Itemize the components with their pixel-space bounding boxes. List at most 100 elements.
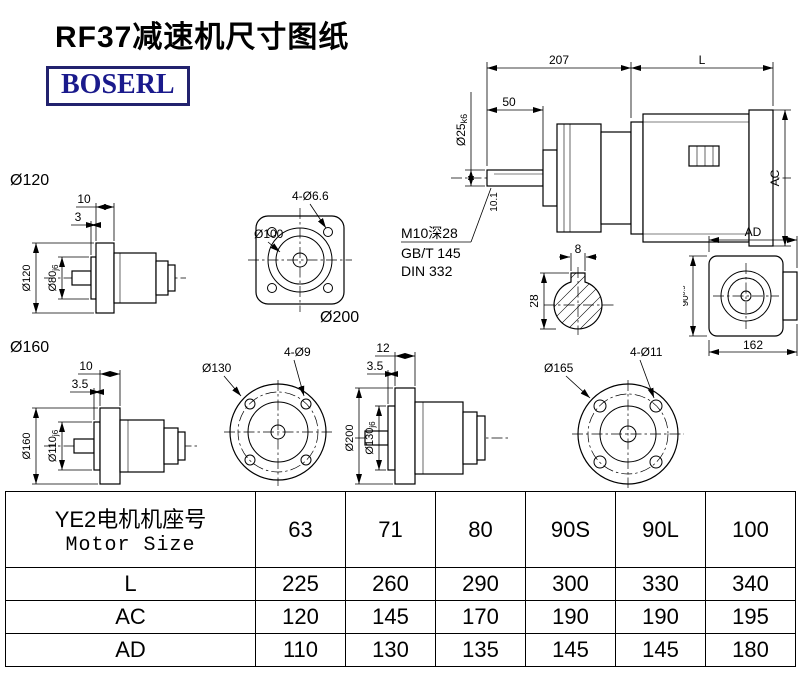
table-row-AC: AC 120 145 170 190 190 195	[5, 600, 796, 634]
cell-AC-100: 195	[705, 600, 796, 634]
output-shaft	[486, 169, 544, 187]
square-flange-labels: 4-Ø6.6 Ø100	[254, 189, 329, 253]
unit200-dimensions: 12 3.5 Ø200 Ø130j6	[344, 341, 416, 485]
col-header-63: 63	[255, 491, 346, 568]
cell-AC-71: 145	[345, 600, 436, 634]
flange165-outline	[572, 380, 684, 488]
unit160-dim-dia: Ø160	[21, 433, 33, 460]
shaft-end-notes: M10深28 GB/T 145 DIN 332	[401, 187, 492, 279]
cell-L-71: 260	[345, 567, 436, 601]
unit120-body	[113, 252, 157, 304]
unit120-dim-3: 3	[75, 210, 82, 224]
unit120-side-view: Ø120 10 3 Ø120	[10, 172, 186, 314]
unit160-dim-pilot: Ø110j6	[47, 429, 60, 462]
row-label-AD: AD	[5, 633, 256, 667]
unit160-flange	[99, 407, 121, 485]
cell-AD-100: 180	[705, 633, 796, 667]
row-label-L: L	[5, 567, 256, 601]
cell-AD-90l: 145	[615, 633, 706, 667]
square-flange-view: 4-Ø6.6 Ø100	[248, 189, 352, 312]
flange165-view: 4-Ø11 Ø165	[544, 345, 684, 488]
flange165-labels: 4-Ø11 Ø165	[544, 345, 663, 399]
unit160-dim-35: 3.5	[72, 377, 89, 391]
motor-size-header-cell: YE2电机机座号 Motor Size	[5, 491, 256, 568]
unit200-dim-12: 12	[376, 341, 390, 355]
flange130-outline	[224, 380, 332, 486]
unit160-dim-10: 10	[79, 359, 93, 373]
note-gbt-145: GB/T 145	[401, 245, 461, 261]
key-section-outline	[544, 267, 614, 335]
spec-table: YE2电机机座号 Motor Size 63 71 80 90S 90L 100…	[5, 491, 796, 667]
cell-AC-90s: 190	[525, 600, 616, 634]
unit200-title: Ø200	[320, 309, 359, 326]
unit160-body	[119, 419, 165, 473]
cell-L-80: 290	[435, 567, 526, 601]
shaft-key-section-view: 8 28	[530, 243, 614, 335]
cell-L-90l: 330	[615, 567, 706, 601]
cell-AC-80: 170	[435, 600, 526, 634]
cell-AD-63: 110	[255, 633, 346, 667]
cell-L-100: 340	[705, 567, 796, 601]
dim-L: L	[699, 53, 706, 67]
brand-logo: BOSERL	[46, 66, 190, 106]
motor-size-label-en: Motor Size	[65, 534, 196, 557]
col-header-90l: 90L	[615, 491, 706, 568]
motor-nameplate	[688, 145, 720, 167]
table-row-AD: AD 110 130 135 145 145 180	[5, 633, 796, 667]
motor-body	[642, 113, 750, 243]
gear-housing	[556, 123, 602, 233]
adapter-housing	[600, 131, 632, 225]
main-assembly-view: 207 L 50 Ø25k6 10.1 AC M10深28 GB/T 145 D…	[401, 53, 791, 279]
note-tapped-hole: M10深28	[401, 225, 458, 241]
key-section-dimensions: 8 28	[530, 243, 597, 330]
flange100-holes-label: 4-Ø6.6	[292, 189, 329, 203]
unit120-outline	[44, 242, 186, 314]
unit120-dim-10: 10	[77, 192, 91, 206]
dim-90: 900.5	[683, 285, 691, 306]
square-flange-outline	[248, 208, 352, 312]
unit160-shaft	[73, 438, 95, 454]
cell-AD-71: 130	[345, 633, 436, 667]
cell-AC-90l: 190	[615, 600, 706, 634]
col-header-90s: 90S	[525, 491, 616, 568]
unit200-body	[414, 401, 464, 475]
unit200-dim-pilot: Ø130j6	[364, 421, 377, 455]
unit120-dimensions: 10 3 Ø120 Ø80j6	[21, 192, 115, 314]
dim-key-width: 8	[575, 243, 582, 256]
unit200-pilot	[387, 405, 396, 471]
flange130-labels: 4-Ø9 Ø130	[202, 345, 311, 397]
unit120-pilot	[90, 256, 97, 300]
table-row-L: L 225 260 290 300 330 340	[5, 567, 796, 601]
flange130-holes-label: 4-Ø9	[284, 345, 311, 359]
dim-AC: AC	[768, 169, 782, 186]
shaft-hub	[542, 149, 558, 207]
rear-view-dimensions: AD 900.5 162	[683, 225, 798, 356]
unit200-flange	[394, 387, 416, 485]
dim-162: 162	[743, 338, 763, 352]
col-header-100: 100	[705, 491, 796, 568]
dim-207: 207	[549, 53, 569, 67]
dim-AD: AD	[745, 225, 762, 239]
dim-key-depth: 10.1	[489, 192, 500, 212]
unit120-shaft	[71, 270, 92, 286]
dim-50: 50	[502, 95, 516, 109]
cell-L-63: 225	[255, 567, 346, 601]
motor-endbell	[630, 121, 644, 235]
dim-key-height: 28	[530, 294, 541, 308]
rear-view-outline	[708, 255, 798, 337]
page-title: RF37减速机尺寸图纸	[55, 21, 350, 54]
unit120-title: Ø120	[10, 172, 49, 189]
unit120-dim-dia: Ø120	[21, 265, 33, 292]
fan-cowl	[748, 109, 774, 247]
cell-AC-63: 120	[255, 600, 346, 634]
unit160-side-view: Ø160 10 3.5 Ø160	[10, 339, 198, 485]
flange130-view: 4-Ø9 Ø130	[202, 345, 332, 486]
unit160-title: Ø160	[10, 339, 49, 356]
dim-shaft-dia: Ø25k6	[454, 114, 469, 146]
row-label-AC: AC	[5, 600, 256, 634]
flange100-dia-label: Ø100	[254, 227, 284, 241]
unit200-dim-35: 3.5	[367, 359, 384, 373]
cell-AD-80: 135	[435, 633, 526, 667]
unit200-side-view: Ø200 12 3.5 Ø200	[320, 309, 511, 485]
col-header-80: 80	[435, 491, 526, 568]
